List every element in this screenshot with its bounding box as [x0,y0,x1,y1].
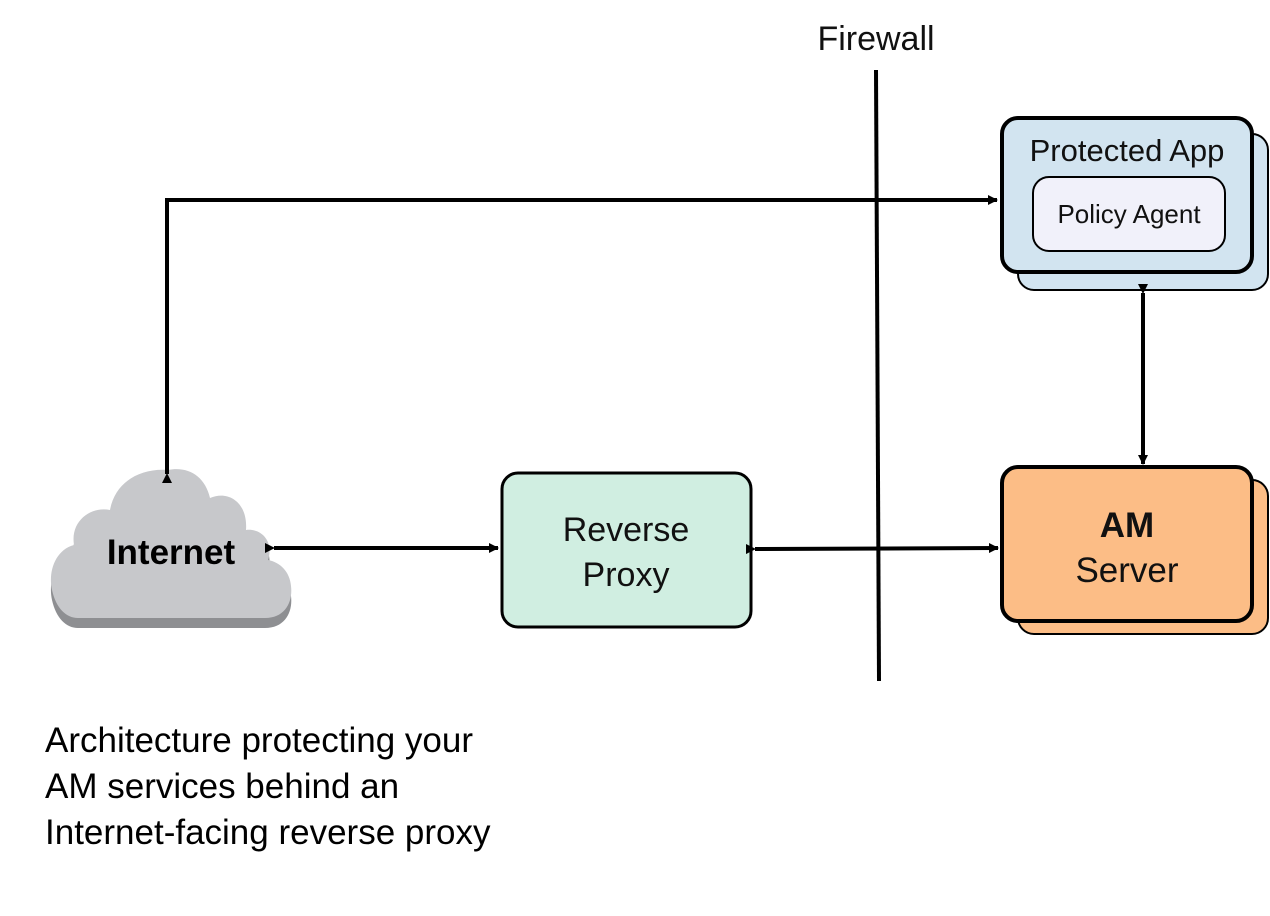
am-server-node: AM Server [1000,465,1269,635]
reverse-proxy-label-line1: Reverse [563,511,690,549]
am-server-label-line1: AM [1100,506,1154,545]
connector-reverse-proxy-to-am-server [745,543,999,555]
policy-agent-box [1032,176,1226,252]
diagram-caption: Architecture protecting your AM services… [45,718,665,856]
caption-line-2: AM services behind an [45,767,400,806]
protected-app-node: Protected App Policy Agent [1000,116,1269,291]
reverse-proxy-label-line2: Proxy [583,556,670,594]
caption-line-3: Internet-facing reverse proxy [45,813,491,852]
internet-cloud: Internet [50,469,292,628]
cloud-body [50,469,292,618]
reverse-proxy-node: Reverse Proxy [500,471,753,629]
caption-line-1: Architecture protecting your [45,721,473,760]
firewall-label: Firewall [817,20,934,58]
protected-app-title: Protected App [1030,133,1225,168]
firewall-line [874,69,881,682]
am-server-box [1000,465,1254,623]
policy-agent-label: Policy Agent [1057,199,1201,229]
internet-label: Internet [107,533,236,572]
reverse-proxy-box [500,471,753,629]
firewall: Firewall [817,20,935,682]
connector-internet-to-protected-app [162,195,998,483]
am-server-label-line2: Server [1075,551,1178,590]
